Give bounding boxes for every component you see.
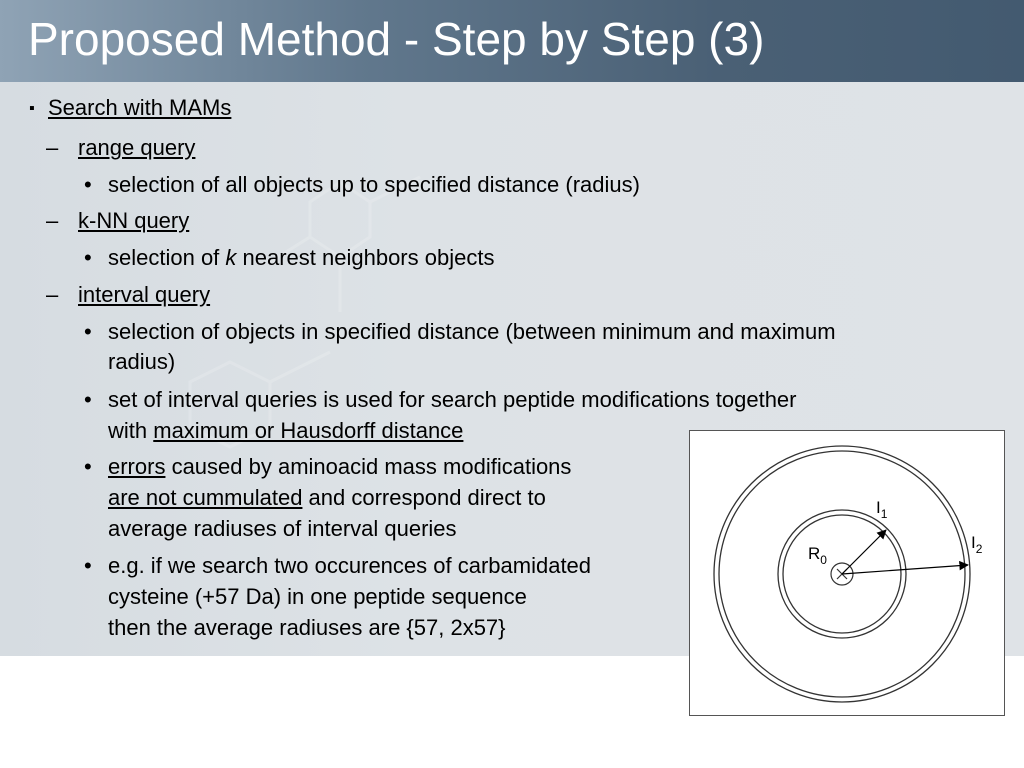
i2-label: I2 bbox=[971, 533, 983, 556]
knn-desc-k: k bbox=[225, 245, 237, 270]
interval-query-diagram: R0 I1 I2 bbox=[713, 445, 983, 703]
set-line2-pre: with bbox=[108, 418, 154, 443]
errors-word: errors bbox=[108, 454, 166, 479]
errors-line1: errors caused by aminoacid mass modifica… bbox=[108, 453, 571, 481]
i1-label-sub: 1 bbox=[881, 507, 888, 521]
knn-query-text: k-NN query bbox=[78, 208, 190, 233]
hausdorff-distance-text: maximum or Hausdorff distance bbox=[153, 418, 464, 443]
errors-line1-rest: caused by aminoacid mass modifications bbox=[165, 454, 572, 479]
errors-line2: are not cummulated and correspond direct… bbox=[108, 484, 546, 512]
r0-label: R0 bbox=[808, 544, 827, 567]
dot-bullet-icon: • bbox=[84, 553, 92, 578]
query-center-circle bbox=[830, 562, 854, 586]
r0-label-sub: 0 bbox=[820, 553, 827, 567]
outer-ring-outer-circle bbox=[713, 445, 971, 703]
interval-query-figure: R0 I1 I2 bbox=[689, 430, 1005, 716]
dot-bullet-icon: • bbox=[84, 245, 92, 270]
bullet-search-with-mams: Search with MAMs bbox=[48, 94, 231, 122]
dash-bullet-icon: – bbox=[46, 282, 59, 307]
range-query-description: selection of all objects up to specified… bbox=[108, 172, 640, 197]
knn-description: selection of k nearest neighbors objects bbox=[108, 244, 494, 272]
example-line3: then the average radiuses are {57, 2x57} bbox=[108, 615, 506, 640]
title-bar: Proposed Method - Step by Step (3) bbox=[0, 0, 1024, 82]
r0-label-main: R bbox=[808, 544, 820, 563]
dash-bullet-icon: – bbox=[46, 208, 59, 233]
knn-desc-pre: selection of bbox=[108, 245, 226, 270]
dot-bullet-icon: • bbox=[84, 387, 92, 412]
interval-description-line2: radius) bbox=[108, 349, 176, 374]
search-with-mams-text: Search with MAMs bbox=[48, 95, 232, 120]
subbullet-knn-query: k-NN query bbox=[78, 207, 189, 235]
i2-arrow bbox=[841, 560, 969, 575]
slide-title: Proposed Method - Step by Step (3) bbox=[28, 13, 765, 65]
errors-line3: average radiuses of interval queries bbox=[108, 516, 457, 541]
dash-bullet-icon: – bbox=[46, 135, 59, 160]
subbullet-interval-query: interval query bbox=[78, 281, 210, 309]
range-query-text: range query bbox=[78, 135, 196, 160]
i1-label-main: I bbox=[876, 498, 881, 517]
interval-set-line1: set of interval queries is used for sear… bbox=[108, 387, 797, 412]
i2-label-main: I bbox=[971, 533, 976, 552]
i1-label: I1 bbox=[876, 498, 888, 521]
molecule-watermark-icon bbox=[188, 175, 421, 449]
dot-bullet-icon: • bbox=[84, 454, 92, 479]
i1-arrow bbox=[841, 529, 887, 575]
outer-ring-inner-circle bbox=[718, 450, 966, 698]
interval-query-text: interval query bbox=[78, 282, 211, 307]
inner-ring-inner-circle bbox=[782, 514, 902, 634]
example-line2: cysteine (+57 Da) in one peptide sequenc… bbox=[108, 584, 527, 609]
i2-label-sub: 2 bbox=[976, 542, 983, 556]
example-line1: e.g. if we search two occurences of carb… bbox=[108, 553, 592, 578]
knn-desc-post: nearest neighbors objects bbox=[236, 245, 495, 270]
square-bullet-icon: ▪ bbox=[29, 100, 35, 117]
dot-bullet-icon: • bbox=[84, 172, 92, 197]
interval-description-line1: selection of objects in specified distan… bbox=[108, 319, 836, 344]
errors-line2-rest: and correspond direct to bbox=[302, 485, 546, 510]
interval-set-line2: with maximum or Hausdorff distance bbox=[108, 417, 463, 445]
not-cummulated-text: are not cummulated bbox=[108, 485, 303, 510]
inner-ring-outer-circle bbox=[777, 509, 907, 639]
subbullet-range-query: range query bbox=[78, 134, 195, 162]
dot-bullet-icon: • bbox=[84, 319, 92, 344]
